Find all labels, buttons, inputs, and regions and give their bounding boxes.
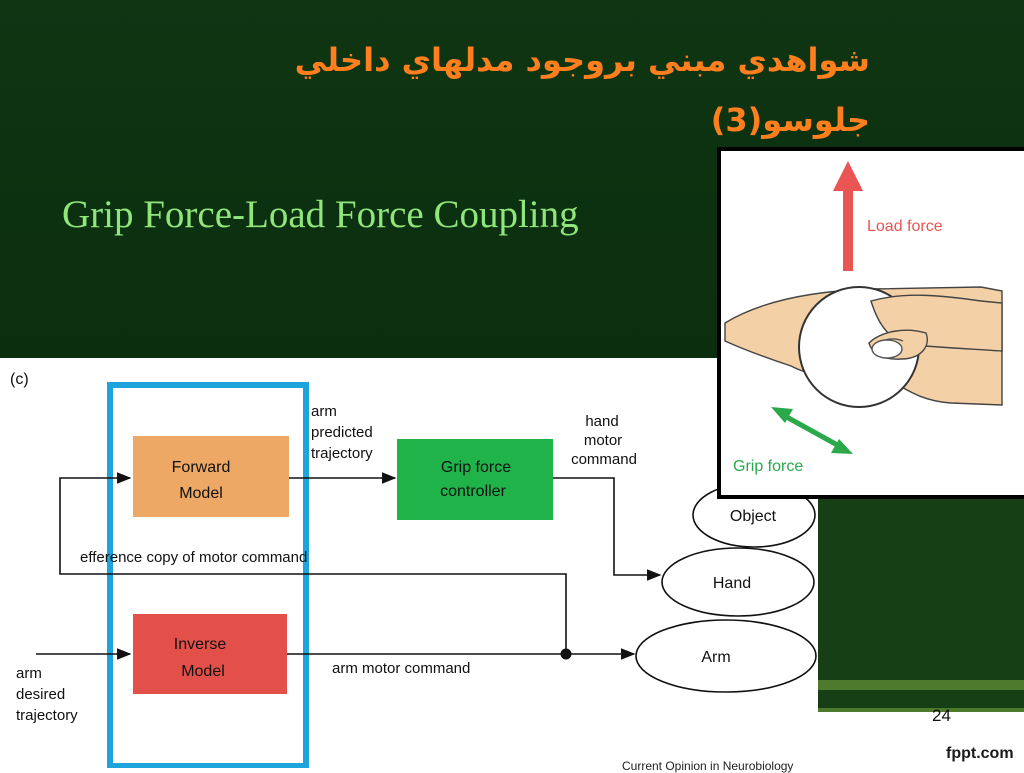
svg-text:trajectory: trajectory [311, 445, 373, 462]
forward-model-label-line2: Model [179, 485, 223, 502]
load-force-label: Load force [867, 218, 943, 235]
slide-number: 24 [932, 706, 951, 725]
grip-force-arrow [771, 407, 853, 454]
svg-text:command: command [571, 451, 637, 468]
object-label: Object [730, 508, 777, 525]
grip-to-hand-line [553, 477, 662, 581]
slide-subtitle: Grip Force-Load Force Coupling [62, 193, 579, 236]
hand-drawing [724, 286, 1003, 408]
hand-motor-command-label: hand motor command [571, 413, 637, 468]
grip-force-label: Grip force [733, 458, 803, 475]
grip-controller-box: Grip force controller [397, 439, 553, 520]
arm-desired-trajectory-label: arm desired trajectory [16, 665, 78, 724]
arm-ellipse: Arm [635, 619, 817, 693]
efference-loop-line [59, 472, 567, 654]
svg-text:arm: arm [16, 665, 42, 682]
fppt-logo: fppt.com [946, 745, 1014, 762]
grip-force-illustration: Load force Grip force [717, 147, 1024, 499]
efference-copy-label: efference copy of motor command [80, 549, 307, 566]
arm-label: Arm [701, 649, 730, 666]
forward-model-label-line1: Forward [172, 459, 231, 476]
svg-text:trajectory: trajectory [16, 707, 78, 724]
svg-text:desired: desired [16, 686, 65, 703]
grip-controller-label-line2: controller [440, 483, 506, 500]
arm-predicted-trajectory-label: arm predicted trajectory [311, 403, 373, 462]
slide-title: شواهدي مبني بروجود مدلهاي داخلي جلوسو(3) [294, 41, 870, 139]
hand-ellipse: Hand [661, 547, 815, 617]
forward-model-box: Forward Model [133, 436, 289, 517]
svg-text:motor: motor [584, 432, 622, 449]
inverse-model-label-line1: Inverse [174, 636, 227, 653]
junction-dot [560, 648, 572, 660]
panel-label: (c) [10, 371, 29, 388]
bottom-decor-band [818, 680, 1024, 712]
grip-controller-label-line1: Grip force [441, 459, 511, 476]
internal-model-diagram: (c) Forward Model Inverse Model Grip for… [10, 371, 817, 768]
inverse-model-label-line2: Model [181, 663, 225, 680]
hand-label: Hand [713, 575, 751, 592]
inverse-model-box: Inverse Model [133, 614, 287, 694]
arm-motor-command-label: arm motor command [332, 660, 470, 677]
source-caption: Current Opinion in Neurobiology [622, 759, 794, 773]
model-highlight-box [107, 382, 309, 768]
load-force-arrow [833, 161, 863, 271]
svg-text:hand: hand [585, 413, 618, 430]
connection-lines [36, 472, 662, 660]
svg-text:arm: arm [311, 403, 337, 420]
svg-text:predicted: predicted [311, 424, 373, 441]
